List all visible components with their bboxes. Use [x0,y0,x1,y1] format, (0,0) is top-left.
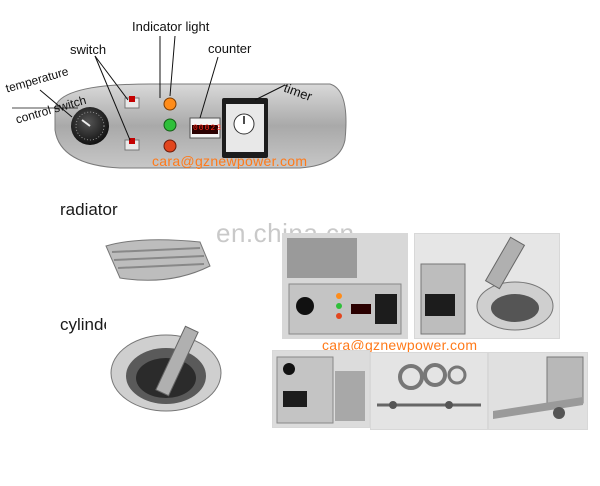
machine-photo-right [414,233,560,339]
donut-molds-photo [370,352,488,430]
counter-label: counter [208,41,252,56]
control-panel-diagram: Indicator light switch counter temperatu… [0,0,600,190]
control-panel-illustration [12,35,347,169]
radiator-label: radiator [60,200,118,219]
indicator-light-label: Indicator light [132,19,210,34]
radiator-photo [100,226,216,288]
machine-photo-bottom-left [272,350,370,428]
conveyor-photo [488,352,588,430]
cylinder-label: cylinder [60,315,119,334]
indicator-red [163,139,177,153]
photos-email: cara@gznewpower.com [322,337,478,353]
cylinder-photo [106,318,226,412]
indicator-orange [163,97,177,111]
switch-label: switch [70,42,107,57]
counter-value: 00023 [193,124,223,133]
machine-photo-left [282,233,408,339]
indicator-green [163,118,177,132]
panel-email: cara@gznewpower.com [152,153,308,169]
